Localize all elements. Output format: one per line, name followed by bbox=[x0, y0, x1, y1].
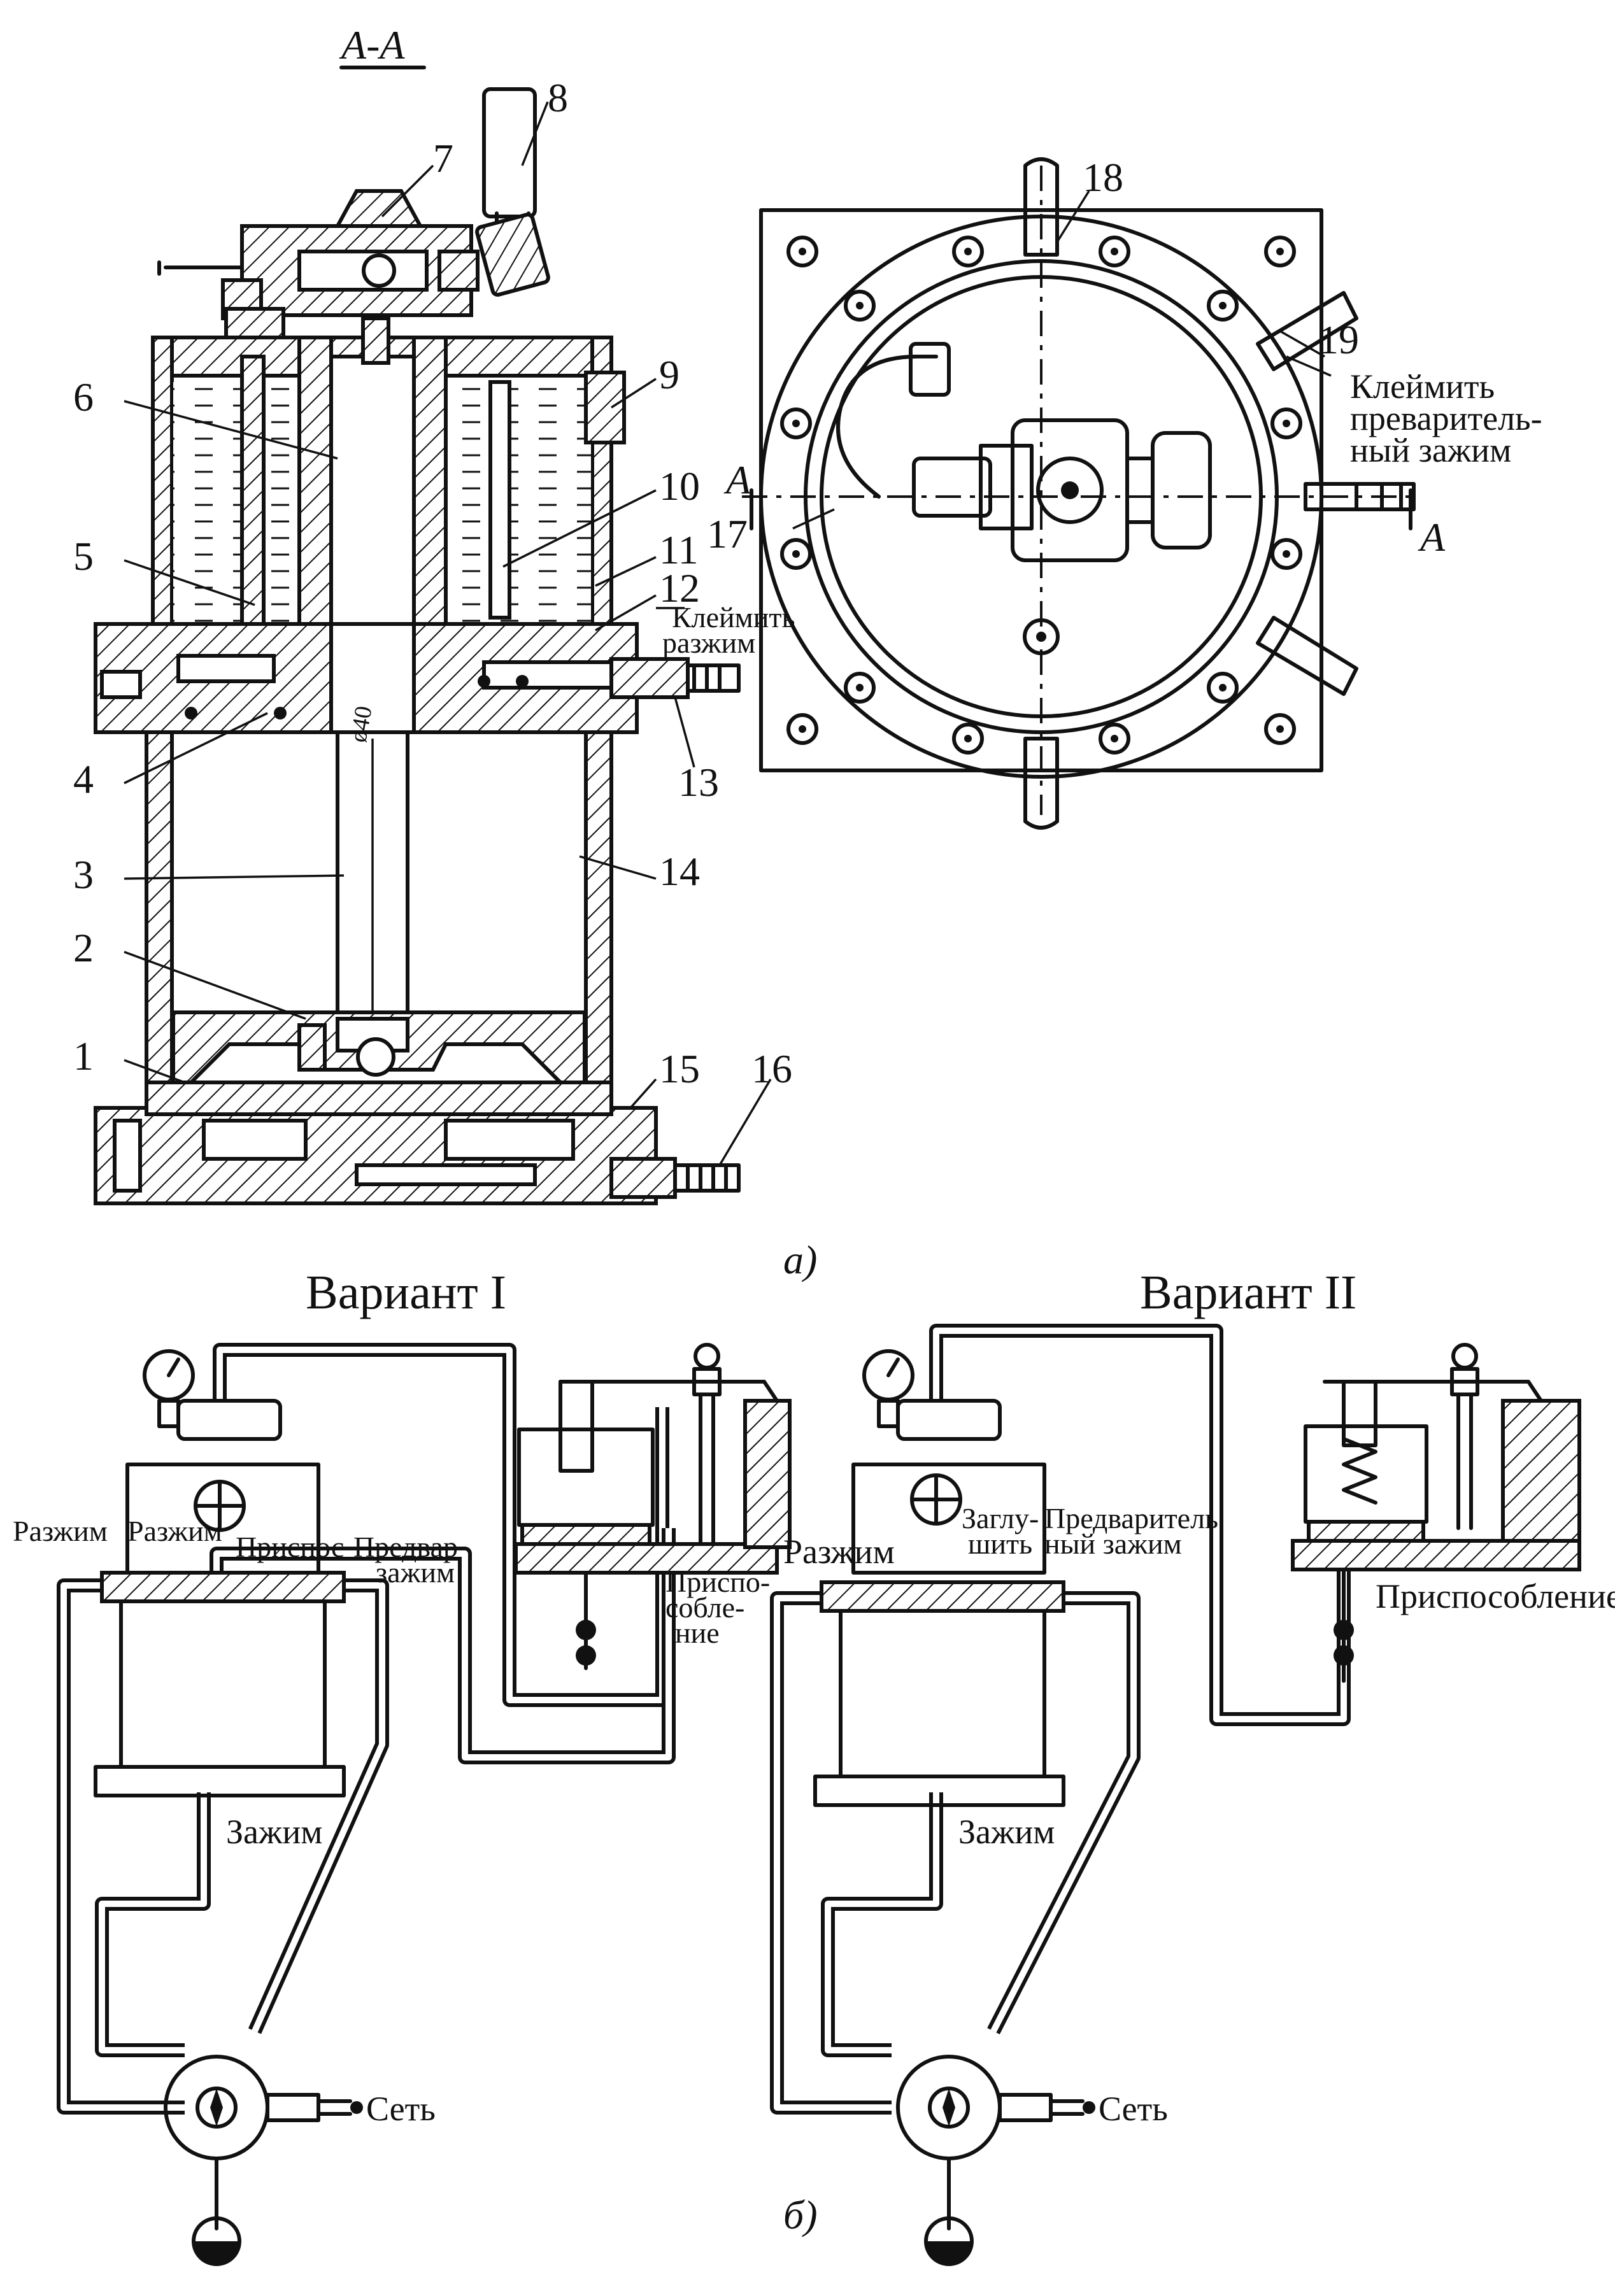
figure-a-tag: а) bbox=[783, 1237, 817, 1282]
top-view-bolts bbox=[780, 236, 1302, 755]
note-unclamp-line2: разжим bbox=[662, 627, 755, 659]
lower-cylinder bbox=[145, 730, 613, 1129]
cut-mark-left: А bbox=[723, 457, 751, 502]
variant-1-label-fixture-short: Приспос bbox=[236, 1531, 344, 1563]
note-preclamp-line2: преваритель- bbox=[1350, 399, 1542, 437]
part-number-6: 6 bbox=[73, 374, 94, 420]
part-number-1: 1 bbox=[73, 1033, 94, 1079]
variant-1-fixture bbox=[514, 1343, 792, 1670]
top-view-fittings bbox=[1023, 157, 1416, 830]
cut-mark-right: А bbox=[1418, 514, 1446, 560]
diameter-mark: ø40 bbox=[345, 704, 377, 744]
part-number-5: 5 bbox=[73, 534, 94, 579]
part-number-12: 12 bbox=[659, 565, 700, 611]
part-number-3: 3 bbox=[73, 852, 94, 897]
variant-1-label-unclamp-right: Разжим bbox=[127, 1515, 222, 1547]
part-number-15: 15 bbox=[659, 1046, 700, 1091]
part-number-16: 16 bbox=[751, 1046, 792, 1091]
top-view-valve bbox=[836, 342, 1212, 562]
part-number-4: 4 bbox=[73, 756, 94, 802]
part-number-10: 10 bbox=[659, 464, 700, 509]
figure-b-tag: б) bbox=[783, 2192, 818, 2237]
leader-lines bbox=[124, 101, 772, 1166]
variant-2-label-preclamp-line1: Предваритель bbox=[1044, 1502, 1218, 1534]
part-number-11: 11 bbox=[659, 527, 699, 572]
variant-1-label-preclamp-line1: Предвар bbox=[353, 1531, 458, 1563]
variant-2-label-plug-line2: шить bbox=[968, 1527, 1032, 1560]
gauge-tube bbox=[475, 87, 550, 297]
variant-1-label-fixture-line3: ние bbox=[675, 1617, 720, 1649]
part-number-9: 9 bbox=[659, 352, 679, 397]
part-number-2: 2 bbox=[73, 925, 94, 970]
section-view: А-А bbox=[73, 22, 795, 1205]
variant-1-label-preclamp-line2: зажим bbox=[376, 1556, 455, 1589]
part-number-13: 13 bbox=[678, 760, 719, 805]
variant-1-label-network: Сеть bbox=[366, 2090, 436, 2128]
variant-2-label-unclamp: Разжим bbox=[783, 1533, 895, 1571]
part-number-8: 8 bbox=[548, 75, 568, 120]
part-number-17: 17 bbox=[707, 511, 748, 556]
middle-plate bbox=[94, 622, 741, 734]
variant-2-title: Вариант II bbox=[1140, 1266, 1356, 1319]
variant-1-scheme: Вариант I bbox=[13, 1266, 792, 2266]
section-label: А-А bbox=[339, 22, 405, 67]
valve-head bbox=[157, 189, 480, 339]
variant-2-label-clamp: Зажим bbox=[958, 1813, 1055, 1851]
part-number-7: 7 bbox=[433, 136, 453, 181]
top-view: А А 18 19 17 Клеймить преваритель- ный з… bbox=[707, 155, 1542, 830]
note-unclamp-line1: Клеймить bbox=[672, 601, 795, 634]
part-number-14: 14 bbox=[659, 849, 700, 894]
variant-2-label-plug-line1: Заглу- bbox=[962, 1502, 1039, 1534]
variant-1-label-fixture-line1: Приспо- bbox=[665, 1566, 770, 1598]
variant-1-label-clamp: Зажим bbox=[226, 1813, 322, 1851]
part-number-18: 18 bbox=[1083, 155, 1123, 200]
part-number-19: 19 bbox=[1318, 317, 1359, 362]
note-preclamp-line3: ный зажим bbox=[1350, 431, 1511, 469]
variant-1-label-unclamp-left: Разжим bbox=[13, 1515, 108, 1547]
variant-2-label-preclamp-line2: ный зажим bbox=[1044, 1527, 1182, 1560]
note-preclamp-line1: Клеймить bbox=[1350, 367, 1495, 406]
variant-2-scheme: Вариант II bbox=[770, 1266, 1615, 2266]
upper-cylinder bbox=[151, 316, 626, 632]
variant-2-label-fixture: Приспособление bbox=[1376, 1577, 1615, 1615]
variant-2-fixture bbox=[1291, 1343, 1581, 1683]
variant-1-label-fixture-line2: собле- bbox=[665, 1591, 744, 1624]
variant-2-label-network: Сеть bbox=[1099, 2090, 1168, 2128]
cut-marks: А А bbox=[723, 457, 1446, 560]
base bbox=[94, 1081, 741, 1205]
variant-1-title: Вариант I bbox=[306, 1266, 506, 1319]
